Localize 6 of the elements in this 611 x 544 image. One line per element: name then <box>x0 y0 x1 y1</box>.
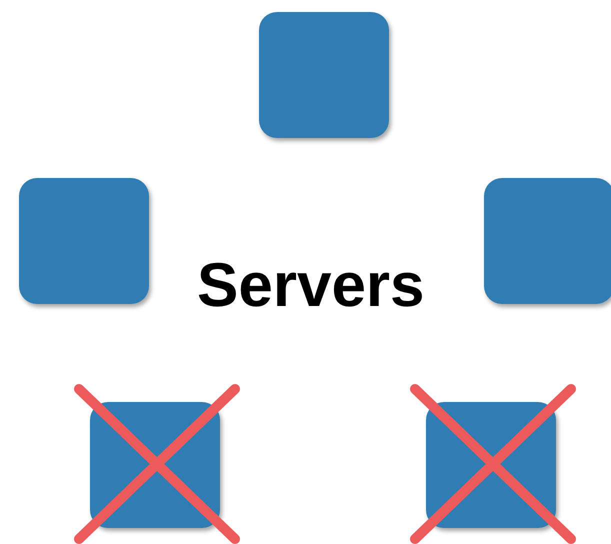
server-box <box>259 12 389 138</box>
server-box <box>484 178 611 304</box>
server-box <box>19 178 149 304</box>
cross-out-mark <box>74 384 240 544</box>
title-text: Servers <box>197 250 425 321</box>
cross-out-mark <box>410 384 576 544</box>
